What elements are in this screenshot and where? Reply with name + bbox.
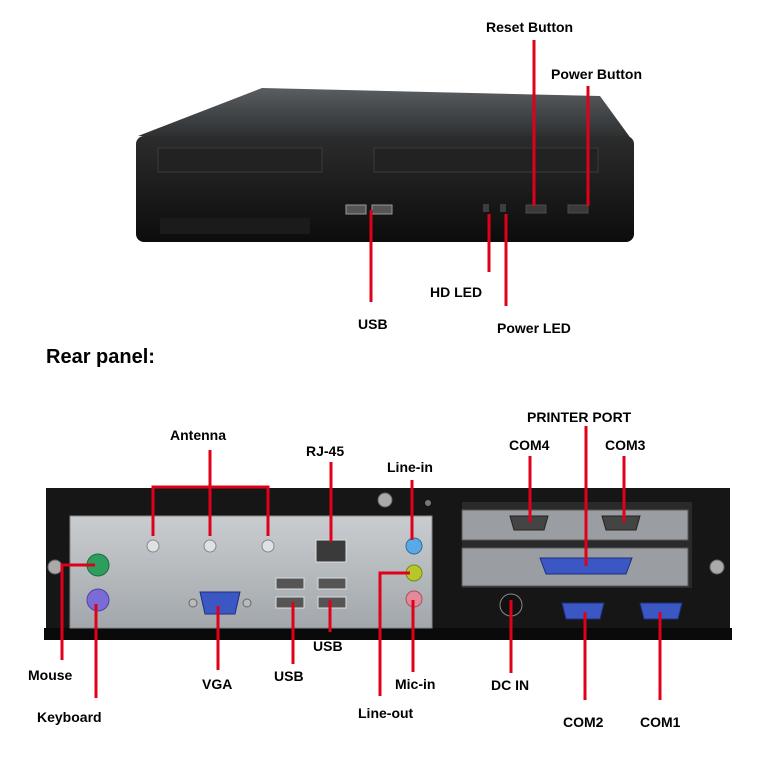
pointer-mouse: [60, 563, 95, 660]
label-usb-rear-right: USB: [313, 638, 343, 654]
label-dc-in: DC IN: [491, 677, 530, 693]
front-usb-port-2: [371, 204, 393, 215]
io-shield: [69, 515, 433, 629]
ps2-keyboard-port: [86, 588, 110, 612]
com1-port: [639, 602, 683, 620]
small-screw: [425, 500, 431, 506]
label-vga: VGA: [202, 676, 233, 692]
rear-chassis: [44, 488, 732, 640]
rear-usb-left-top: [275, 577, 305, 590]
label-line-out: Line-out: [358, 705, 414, 721]
rear-usb-right-bottom: [317, 596, 347, 609]
label-com4: COM4: [509, 437, 550, 453]
label-line-in: Line-in: [387, 459, 433, 475]
vga-screw-right: [242, 598, 252, 608]
label-mic-in: Mic-in: [395, 676, 436, 692]
label-usb-rear-left: USB: [274, 668, 304, 684]
antenna-hole-2: [203, 539, 217, 553]
vga-port: [199, 591, 241, 615]
thumb-screw-right: [709, 559, 725, 575]
vga-screw-left: [188, 598, 198, 608]
label-rj45: RJ-45: [306, 443, 345, 459]
thumb-screw-top: [377, 492, 393, 508]
expansion-slot-upper: [461, 509, 689, 541]
label-keyboard: Keyboard: [37, 709, 102, 725]
front-chassis: [136, 88, 634, 242]
label-usb-front: USB: [358, 316, 388, 332]
front-pointers: [369, 40, 590, 306]
reset-button-shape: [525, 204, 547, 214]
optical-bay-left: [157, 147, 323, 173]
label-hd-led: HD LED: [430, 284, 483, 300]
front-chassis-top: [138, 88, 632, 140]
label-power-led: Power LED: [497, 320, 571, 336]
label-com3: COM3: [605, 437, 646, 453]
com4-port: [509, 515, 549, 531]
power-led-indicator: [500, 204, 506, 212]
rear-usb-right-top: [317, 577, 347, 590]
label-antenna: Antenna: [170, 427, 226, 443]
label-printer-port: PRINTER PORT: [527, 409, 632, 425]
com3-port: [601, 515, 641, 531]
com2-port: [561, 602, 605, 620]
optical-bay-right: [373, 147, 599, 173]
thumb-screw-left: [47, 559, 63, 575]
rear-pointers: [60, 426, 662, 700]
rear-chassis-bottom-edge: [44, 628, 732, 640]
line-in-jack: [405, 537, 423, 555]
antenna-hole-3: [261, 539, 275, 553]
rj45-port: [315, 539, 347, 563]
antenna-hole-1: [146, 539, 160, 553]
label-reset-button: Reset Button: [486, 19, 574, 35]
hd-led-indicator: [483, 204, 489, 212]
rear-usb-left-bottom: [275, 596, 305, 609]
section-heading-rear-panel: Rear panel:: [46, 346, 155, 368]
label-power-button: Power Button: [551, 66, 642, 82]
label-com1: COM1: [640, 714, 681, 730]
power-button-shape: [567, 204, 589, 214]
pointer-line-out: [378, 571, 410, 696]
label-com2: COM2: [563, 714, 604, 730]
label-mouse: Mouse: [28, 667, 73, 683]
front-usb-port-1: [345, 204, 367, 215]
front-vent-grille: [160, 218, 310, 234]
